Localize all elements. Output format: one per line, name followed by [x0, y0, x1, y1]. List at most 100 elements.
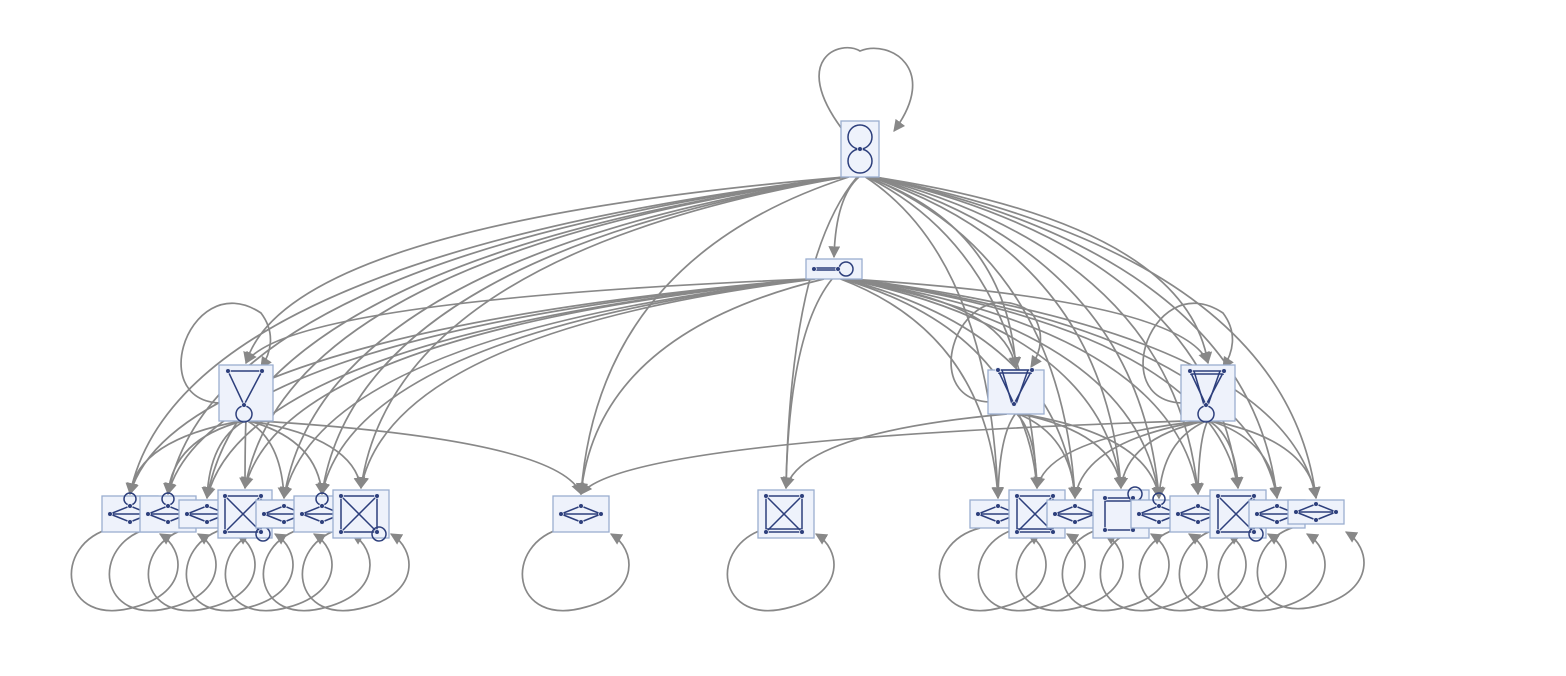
edge-root-to-b3 — [241, 176, 846, 490]
self-loop-l2b — [950, 301, 1042, 403]
triangle-with-loop-graph-icon — [225, 368, 265, 423]
edge-l2a-to-b0 — [125, 420, 242, 496]
self-loop-b0 — [70, 527, 179, 612]
node-b6[interactable] — [332, 489, 390, 542]
edge-l1-to-d8 — [853, 278, 1320, 500]
edge-l2a-to-c1 — [259, 420, 583, 496]
diamond-graph-icon — [1293, 501, 1339, 523]
edge-l1-to-b0 — [127, 278, 811, 496]
edge-l2c-to-d8 — [1212, 420, 1321, 500]
edge-l2c-to-d2 — [1070, 420, 1203, 500]
edge-l2c-to-d7 — [1210, 420, 1283, 500]
node-c2[interactable] — [757, 489, 815, 539]
edge-l2a-to-b1 — [163, 420, 244, 496]
edge-l1-to-d0 — [840, 278, 1004, 500]
node-l1[interactable] — [805, 258, 863, 280]
edge-root-to-b2 — [203, 176, 846, 500]
node-box — [987, 369, 1045, 415]
edge-l1-to-l2c — [848, 278, 1210, 365]
node-d8[interactable] — [1287, 499, 1345, 525]
edge-root-to-d1 — [866, 176, 1043, 490]
node-l2b[interactable] — [987, 367, 1045, 415]
self-loop-d4 — [1099, 527, 1208, 612]
node-box — [218, 364, 274, 422]
complete-k4-multi-edge-graph-icon — [763, 493, 805, 535]
self-loop-b3 — [185, 527, 294, 612]
edge-root-to-b4 — [279, 176, 846, 500]
self-loop-c2 — [726, 527, 835, 612]
node-root[interactable] — [840, 120, 880, 178]
edge-l1-to-d1 — [841, 278, 1043, 490]
edge-l1-to-b3 — [241, 278, 811, 490]
edge-l1-to-d5 — [848, 278, 1203, 496]
edge-root-to-b1 — [164, 176, 846, 496]
edge-l1-to-c1 — [576, 278, 825, 496]
edge-l2c-to-d6 — [1208, 420, 1244, 490]
node-l2c[interactable] — [1180, 364, 1236, 423]
edge-l1-to-b5 — [318, 278, 814, 496]
edge-l1-to-b4 — [280, 278, 813, 500]
node-l2a[interactable] — [218, 364, 274, 423]
self-loop-b5 — [262, 527, 371, 612]
edge-l2a-to-b4 — [247, 420, 290, 500]
self-loop-l2a — [180, 302, 272, 404]
edge-l1-to-b2 — [203, 278, 811, 500]
edge-l2b-to-c2 — [783, 413, 1007, 490]
edge-l1-to-d6 — [850, 278, 1243, 490]
edge-root-to-l2a — [243, 176, 846, 365]
node-c1[interactable] — [552, 495, 610, 533]
edge-root-to-c1 — [575, 176, 850, 496]
edge-root-to-d3 — [870, 176, 1127, 490]
self-loop-d0 — [938, 527, 1047, 612]
edge-l2a-to-b2 — [201, 420, 245, 500]
complete-k4-loop-graph-icon — [338, 493, 387, 542]
edge-root-to-b5 — [317, 176, 846, 496]
triangle-loop-multi-edge-graph-icon — [1187, 368, 1227, 423]
edge-l2b-to-d2 — [1018, 413, 1081, 500]
self-loop-b6 — [301, 527, 410, 612]
self-loop-d7 — [1217, 527, 1326, 612]
edge-root-to-d2 — [868, 176, 1081, 500]
figure-eight-graph-icon — [847, 124, 873, 174]
diamond-graph-icon — [558, 503, 604, 525]
self-loop-d1 — [977, 527, 1086, 612]
node-box — [805, 258, 863, 280]
edge-l2a-to-b6 — [250, 420, 366, 490]
edge-l2b-to-d0 — [992, 413, 1016, 500]
triangle-multi-edge-graph-icon — [995, 367, 1035, 407]
edge-l2c-to-d5 — [1192, 420, 1209, 496]
self-loop-b1 — [108, 527, 217, 612]
edge-l2c-to-d1 — [1033, 420, 1202, 490]
edge-root-to-l1 — [828, 176, 860, 259]
edge-root-to-d7 — [874, 176, 1282, 500]
self-loop-l2c — [1142, 302, 1234, 404]
edge-root-to-d8 — [874, 176, 1321, 500]
path-with-loop-graph-icon — [811, 261, 854, 277]
edge-l1-to-b6 — [357, 278, 816, 490]
self-loop-b4 — [224, 527, 333, 612]
self-loop-d3 — [1061, 527, 1170, 612]
edge-root-to-b6 — [356, 176, 846, 490]
self-loop-d8 — [1256, 525, 1365, 610]
edge-l1-to-l2a — [245, 278, 811, 365]
self-loop-root — [818, 46, 914, 132]
edges-layer — [70, 46, 1365, 612]
self-loop-d6 — [1178, 527, 1287, 612]
edge-root-to-d0 — [865, 176, 1004, 500]
edge-l1-to-d4 — [846, 278, 1164, 500]
edge-l2c-to-d4 — [1153, 420, 1207, 500]
edge-l2a-to-b5 — [248, 420, 327, 496]
edge-l1-to-d3 — [845, 278, 1126, 490]
nodes-layer — [101, 120, 1345, 542]
edge-l2a-to-b3 — [239, 420, 251, 490]
edge-l2b-to-d3 — [1020, 413, 1126, 490]
edge-l2c-to-d3 — [1116, 420, 1205, 490]
node-box — [840, 120, 880, 178]
self-loop-c1 — [521, 527, 630, 612]
edge-l2b-to-d4 — [1021, 413, 1164, 500]
self-loop-d5 — [1138, 527, 1247, 612]
edge-l1-to-b1 — [165, 278, 811, 496]
edge-l1-to-c2 — [780, 278, 833, 490]
edge-root-to-l2c — [873, 176, 1213, 365]
